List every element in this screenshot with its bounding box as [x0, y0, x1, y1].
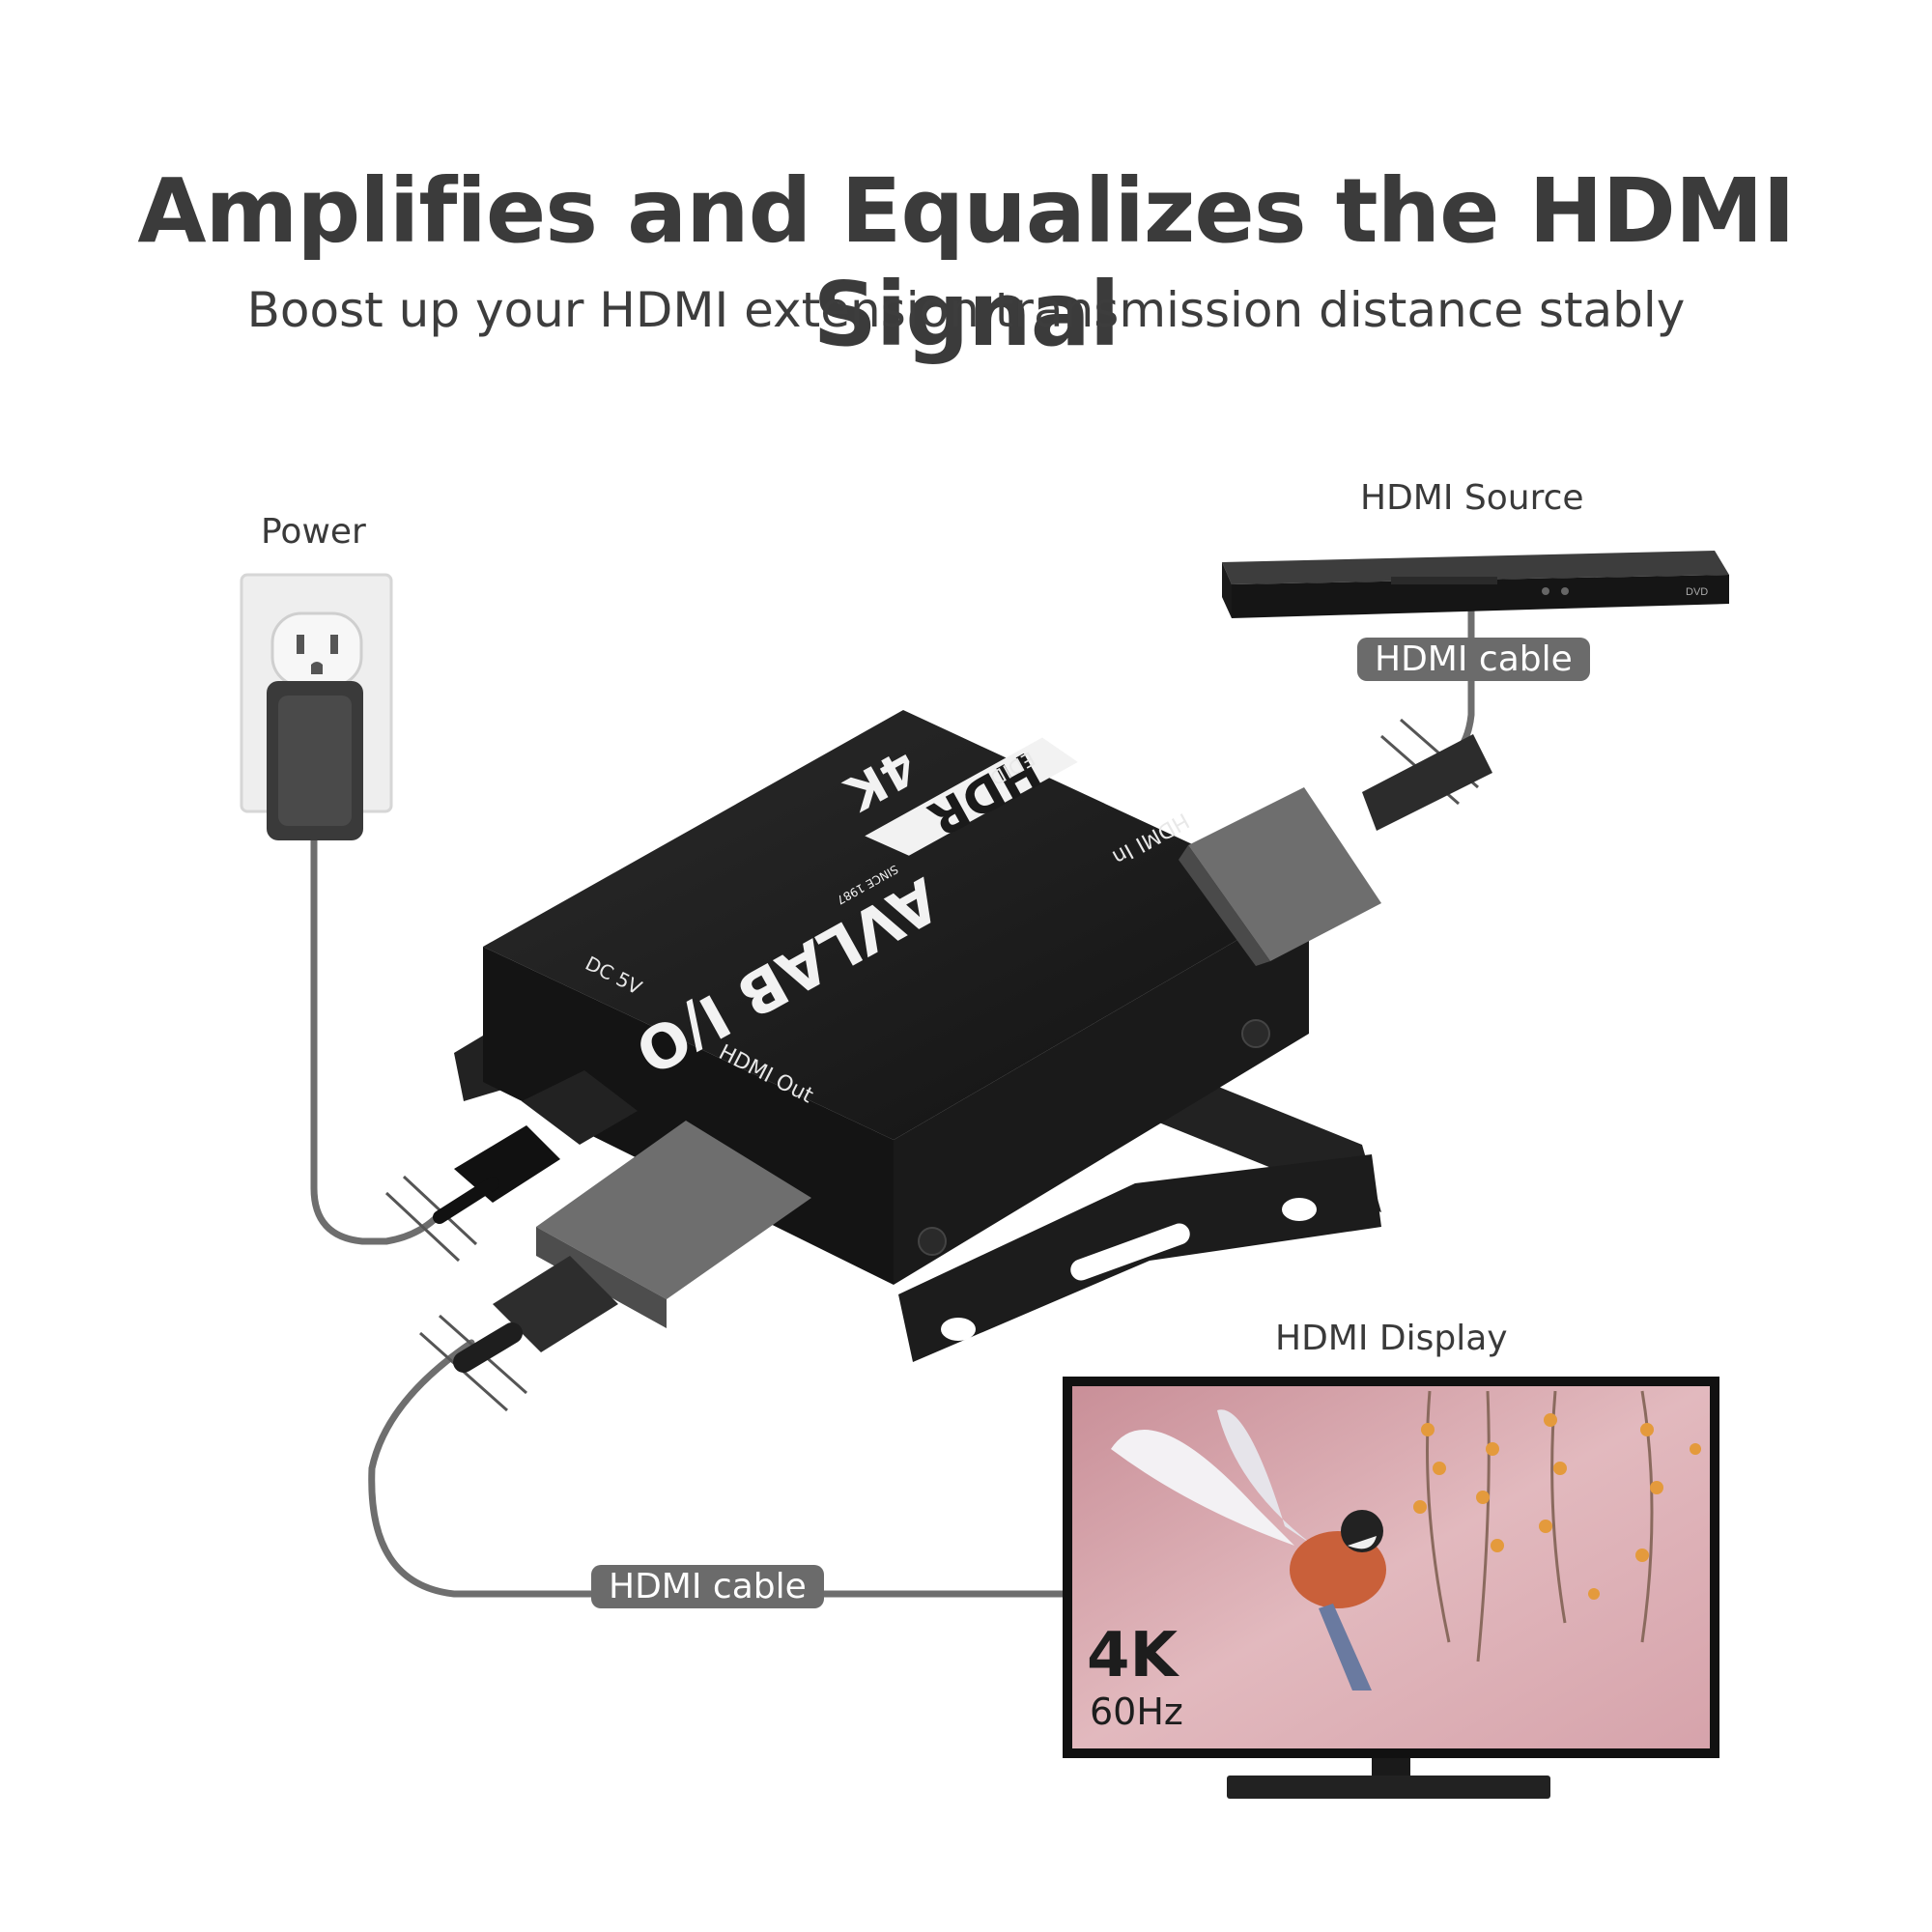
power-label: Power — [261, 512, 366, 552]
hdmi-in-connector — [1179, 734, 1492, 966]
tv-refresh-text: 60Hz — [1090, 1690, 1183, 1733]
bird-image — [1111, 1409, 1386, 1690]
hdmi-cable-display-tag: HDMI cable — [591, 1565, 824, 1608]
page-title: Amplifies and Equalizes the HDMI Signal — [137, 159, 1795, 366]
power-cable-line — [310, 827, 439, 1245]
hdmi-out-connector — [453, 1121, 811, 1373]
tv-resolution-text: 4K — [1087, 1620, 1180, 1691]
hdmi-source-label: HDMI Source — [1360, 478, 1584, 518]
dvd-player: DVD — [1222, 551, 1729, 618]
hdmi-display-label: HDMI Display — [1275, 1319, 1508, 1358]
dvd-logo: DVD — [1686, 586, 1708, 598]
dc-power-connector — [433, 1070, 638, 1224]
page-subtitle: Boost up your HDMI extension transmissio… — [246, 282, 1686, 338]
hdmi-cable-source-tag: HDMI cable — [1357, 638, 1590, 681]
display-cable-line — [368, 1339, 1066, 1598]
hdmi-display-tv: 4K 60Hz — [1063, 1377, 1719, 1799]
power-adapter — [267, 681, 363, 840]
